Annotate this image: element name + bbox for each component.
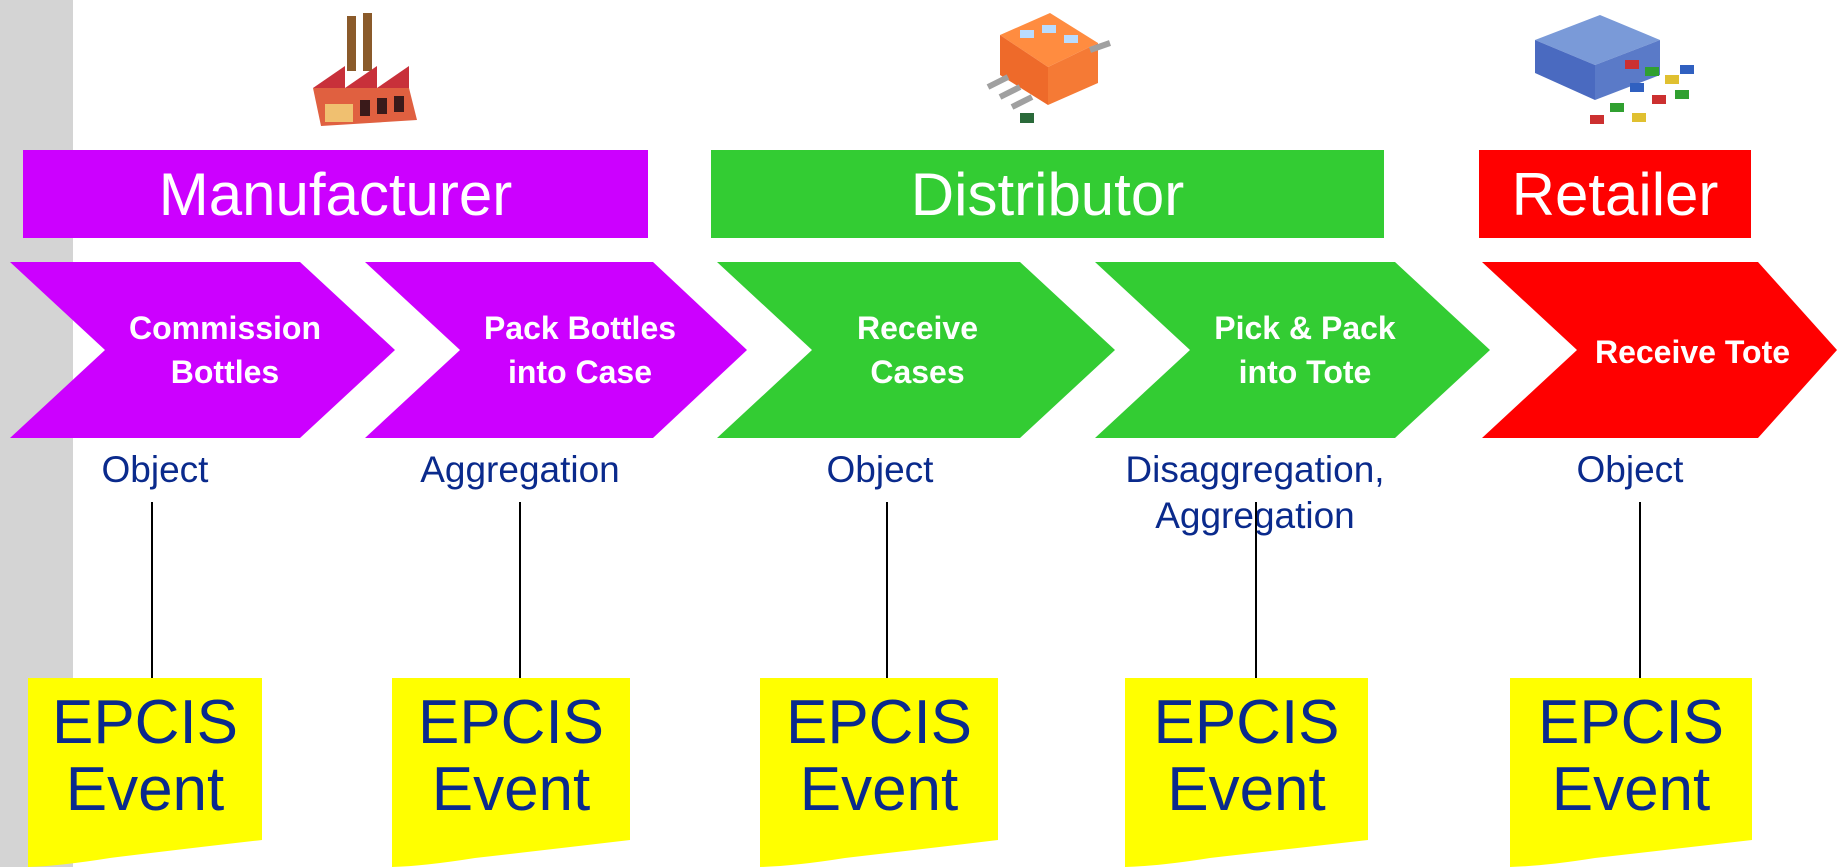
event-type-4-line2: Aggregation	[1155, 495, 1355, 536]
step-label-1-line2: Bottles	[170, 354, 280, 390]
event-type-3: Object	[780, 447, 980, 493]
chevron-pack-bottles	[365, 262, 747, 438]
factory-icon	[313, 13, 417, 126]
connector-line-3	[886, 502, 888, 678]
event-note-text-4-line1: EPCIS	[1153, 688, 1340, 757]
event-note-4	[1125, 678, 1368, 867]
role-label-distributor: Distributor	[910, 160, 1185, 228]
step-label-4-line1: Pick & Pack	[1214, 310, 1396, 346]
event-note-text-5-line1: EPCIS	[1537, 688, 1725, 757]
step-label-3-line1: Receive	[857, 310, 978, 346]
connector-line-4	[1255, 502, 1257, 678]
step-label-3-line2: Cases	[870, 354, 965, 390]
event-note-1	[28, 678, 262, 867]
event-note-text-3: EPCIS Event	[760, 689, 998, 823]
event-note-text-2-line1: EPCIS	[417, 688, 605, 757]
event-note-text-3-line1: EPCIS	[785, 688, 973, 757]
event-note-text-4: EPCIS Event	[1125, 689, 1368, 823]
event-type-4-line1: Disaggregation,	[1125, 449, 1385, 490]
step-label-4-line2: into Tote	[1238, 354, 1372, 390]
event-note-2	[392, 678, 630, 867]
step-label-2-line1: Pack Bottles	[483, 310, 677, 346]
step-label-3: Receive Cases	[800, 306, 1035, 394]
event-note-text-3-line2: Event	[799, 755, 959, 824]
event-type-2: Aggregation	[390, 447, 650, 493]
retail-store-icon	[1535, 15, 1694, 124]
event-type-5: Object	[1530, 447, 1730, 493]
event-note-text-5-line2: Event	[1551, 755, 1711, 824]
event-type-3-line1: Object	[826, 449, 934, 490]
event-note-text-2-line2: Event	[431, 755, 591, 824]
step-label-5: Receive Tote	[1570, 330, 1815, 374]
step-label-5-line1: Receive Tote	[1594, 334, 1791, 370]
connector-line-2	[519, 502, 521, 678]
role-label-retailer: Retailer	[1511, 160, 1719, 228]
step-label-2-line2: into Case	[507, 354, 653, 390]
event-note-text-5: EPCIS Event	[1510, 689, 1752, 823]
connector-line-5	[1639, 502, 1641, 678]
event-type-5-line1: Object	[1576, 449, 1684, 490]
event-type-1: Object	[55, 447, 255, 493]
chevron-pick-pack	[1095, 262, 1490, 438]
role-label-manufacturer: Manufacturer	[158, 160, 513, 228]
event-type-1-line1: Object	[101, 449, 209, 490]
connector-line-1	[151, 502, 153, 678]
step-label-1: Commission Bottles	[95, 306, 355, 394]
chevron-receive-tote	[1482, 262, 1837, 438]
event-note-text-1-line1: EPCIS	[51, 688, 239, 757]
event-note-text-1: EPCIS Event	[28, 689, 262, 823]
role-bar-manufacturer: Manufacturer	[23, 150, 648, 238]
step-label-1-line1: Commission	[128, 310, 322, 346]
event-note-3	[760, 678, 998, 867]
chevron-commission-bottles	[10, 262, 395, 438]
role-bar-distributor: Distributor	[711, 150, 1384, 238]
chevron-receive-cases	[717, 262, 1115, 438]
warehouse-icon	[986, 13, 1111, 123]
event-note-5	[1510, 678, 1752, 867]
event-note-text-4-line2: Event	[1167, 755, 1326, 824]
event-note-text-1-line2: Event	[65, 755, 225, 824]
role-bar-retailer: Retailer	[1479, 150, 1751, 238]
step-label-2: Pack Bottles into Case	[445, 306, 715, 394]
event-note-text-2: EPCIS Event	[392, 689, 630, 823]
event-type-2-line1: Aggregation	[420, 449, 620, 490]
step-label-4: Pick & Pack into Tote	[1175, 306, 1435, 394]
event-type-4: Disaggregation, Aggregation	[1085, 447, 1425, 539]
